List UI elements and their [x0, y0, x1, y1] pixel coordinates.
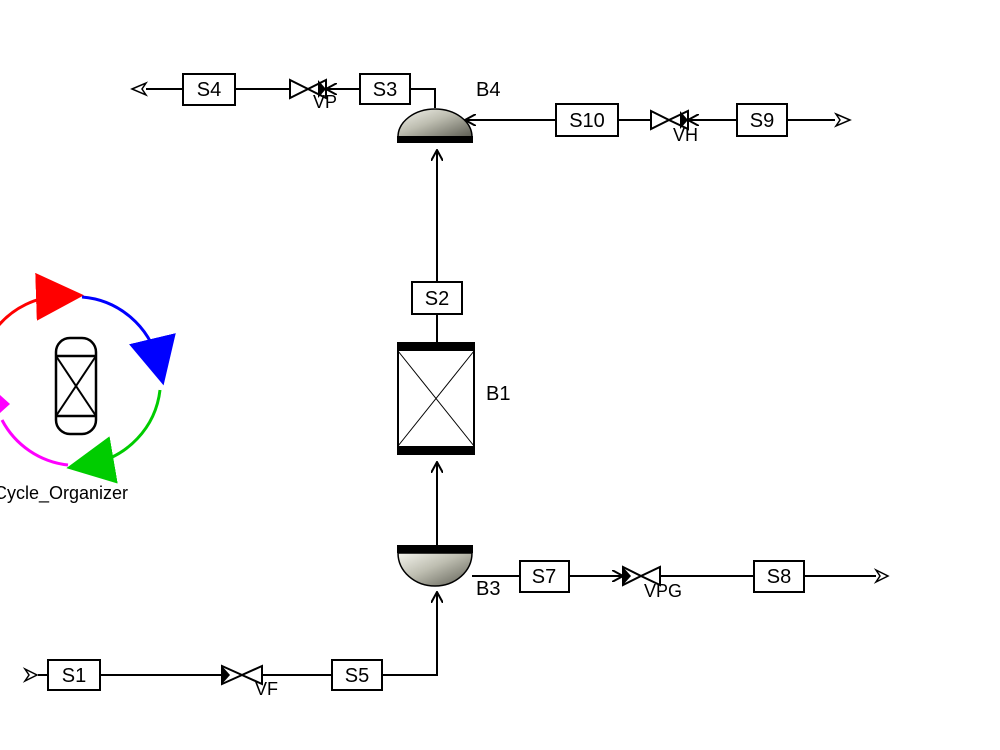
stream-label-s5[interactable]: S5: [331, 659, 383, 691]
cycle-organizer-label: Cycle_Organizer: [0, 483, 128, 504]
block-b4-label: B4: [476, 79, 500, 101]
feed-inlet-arrow-icon: [22, 667, 39, 683]
block-b3-label: B3: [476, 578, 500, 600]
svg-text:S4: S4: [197, 79, 221, 101]
svg-text:VF: VF: [255, 679, 278, 699]
svg-text:S5: S5: [345, 665, 369, 687]
svg-text:S3: S3: [373, 79, 397, 101]
valve-vh-icon[interactable]: VH: [650, 109, 698, 145]
waste-outlet-arrow-icon: [873, 568, 890, 584]
svg-text:S2: S2: [425, 288, 449, 310]
purge-inlet-arrow-icon: [833, 112, 852, 128]
svg-text:VPG: VPG: [644, 581, 682, 601]
product-outlet-arrow-icon: [130, 81, 149, 97]
svg-text:S9: S9: [750, 110, 774, 132]
block-b4-flash-drum-icon[interactable]: [397, 108, 473, 143]
stream-label-s10[interactable]: S10: [555, 103, 619, 137]
stream-label-s1[interactable]: S1: [47, 659, 101, 691]
svg-text:VH: VH: [673, 125, 698, 145]
stream-s3-line[interactable]: [326, 89, 436, 108]
stream-s5-line[interactable]: [262, 592, 437, 676]
svg-text:S8: S8: [767, 566, 791, 588]
cycle-organizer-icon[interactable]: [0, 272, 176, 484]
stream-label-s9[interactable]: S9: [736, 103, 788, 137]
svg-text:VP: VP: [313, 92, 337, 112]
svg-text:S1: S1: [62, 665, 86, 687]
stream-label-s7[interactable]: S7: [519, 560, 570, 593]
stream-label-s4[interactable]: S4: [182, 73, 236, 106]
svg-text:S10: S10: [569, 110, 605, 132]
svg-text:S7: S7: [532, 566, 556, 588]
block-b3-flash-drum-icon[interactable]: [397, 545, 473, 587]
stream-label-s8[interactable]: S8: [753, 560, 805, 593]
stream-label-s2[interactable]: S2: [411, 281, 463, 315]
valve-vf-icon[interactable]: VF: [221, 664, 278, 699]
valve-vp-icon[interactable]: VP: [289, 78, 337, 112]
block-b1-column-icon[interactable]: [397, 342, 475, 455]
valve-vpg-icon[interactable]: VPG: [622, 565, 682, 601]
block-b1-label: B1: [486, 383, 510, 405]
stream-label-s3[interactable]: S3: [359, 73, 411, 105]
